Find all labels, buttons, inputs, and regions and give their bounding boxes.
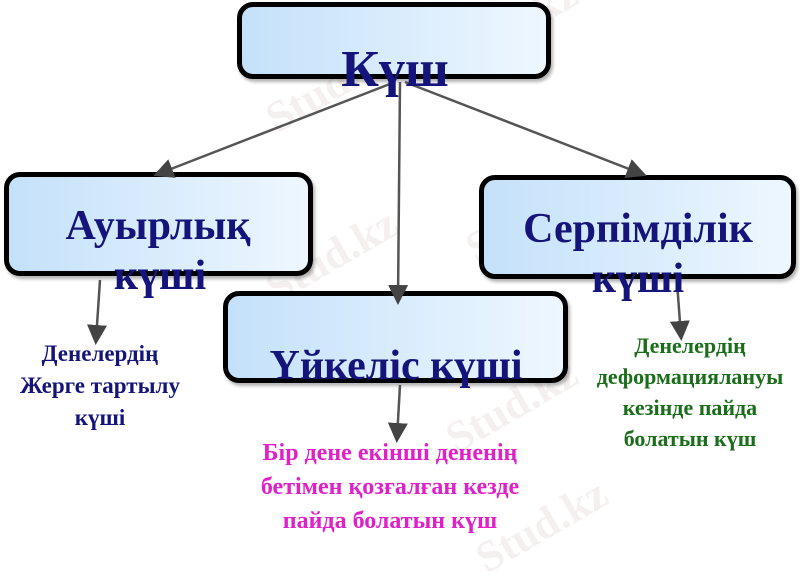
desc-line: деформациялануы xyxy=(596,364,784,389)
desc-line: болатын күш xyxy=(623,426,757,451)
desc-line: Жерге тартылу xyxy=(20,373,180,398)
arrow-elasticity-to-desc xyxy=(669,281,690,341)
gravity-description: Денелердің Жерге тартылу күші xyxy=(20,338,180,434)
desc-line: Денелердің xyxy=(41,341,159,366)
desc-line: кезінде пайда xyxy=(622,395,758,420)
elasticity-description: Денелердің деформациялануы кезінде пайда… xyxy=(597,330,784,454)
friction-description: Бір дене екінші дененің бетімен қозғалға… xyxy=(261,436,519,538)
elasticity-box xyxy=(479,175,796,279)
friction-title: Үйкеліс күші xyxy=(269,343,523,389)
desc-line: бетімен қозғалған кезде xyxy=(260,474,520,500)
root-box xyxy=(237,2,551,79)
arrow-friction-to-desc xyxy=(387,384,408,443)
arrow-root-to-elasticity xyxy=(404,80,647,178)
arrows xyxy=(87,80,690,443)
desc-line: Денелердің xyxy=(634,333,746,358)
desc-line: күші xyxy=(74,405,126,430)
desc-line: пайда болатын күш xyxy=(282,508,498,534)
gravity-title-line2: күші xyxy=(113,253,207,299)
desc-line: Бір дене екінші дененің xyxy=(262,440,518,466)
arrow-gravity-to-desc xyxy=(87,279,107,345)
elasticity-title-line2: күші xyxy=(591,256,685,302)
root-label: Күш xyxy=(341,41,449,98)
arrow-root-to-friction xyxy=(388,81,409,305)
gravity-title-line1: Ауырлық xyxy=(65,203,251,249)
arrow-root-to-gravity xyxy=(153,80,396,178)
gravity-box xyxy=(4,172,313,276)
elasticity-title-line1: Серпімділік xyxy=(523,206,753,252)
